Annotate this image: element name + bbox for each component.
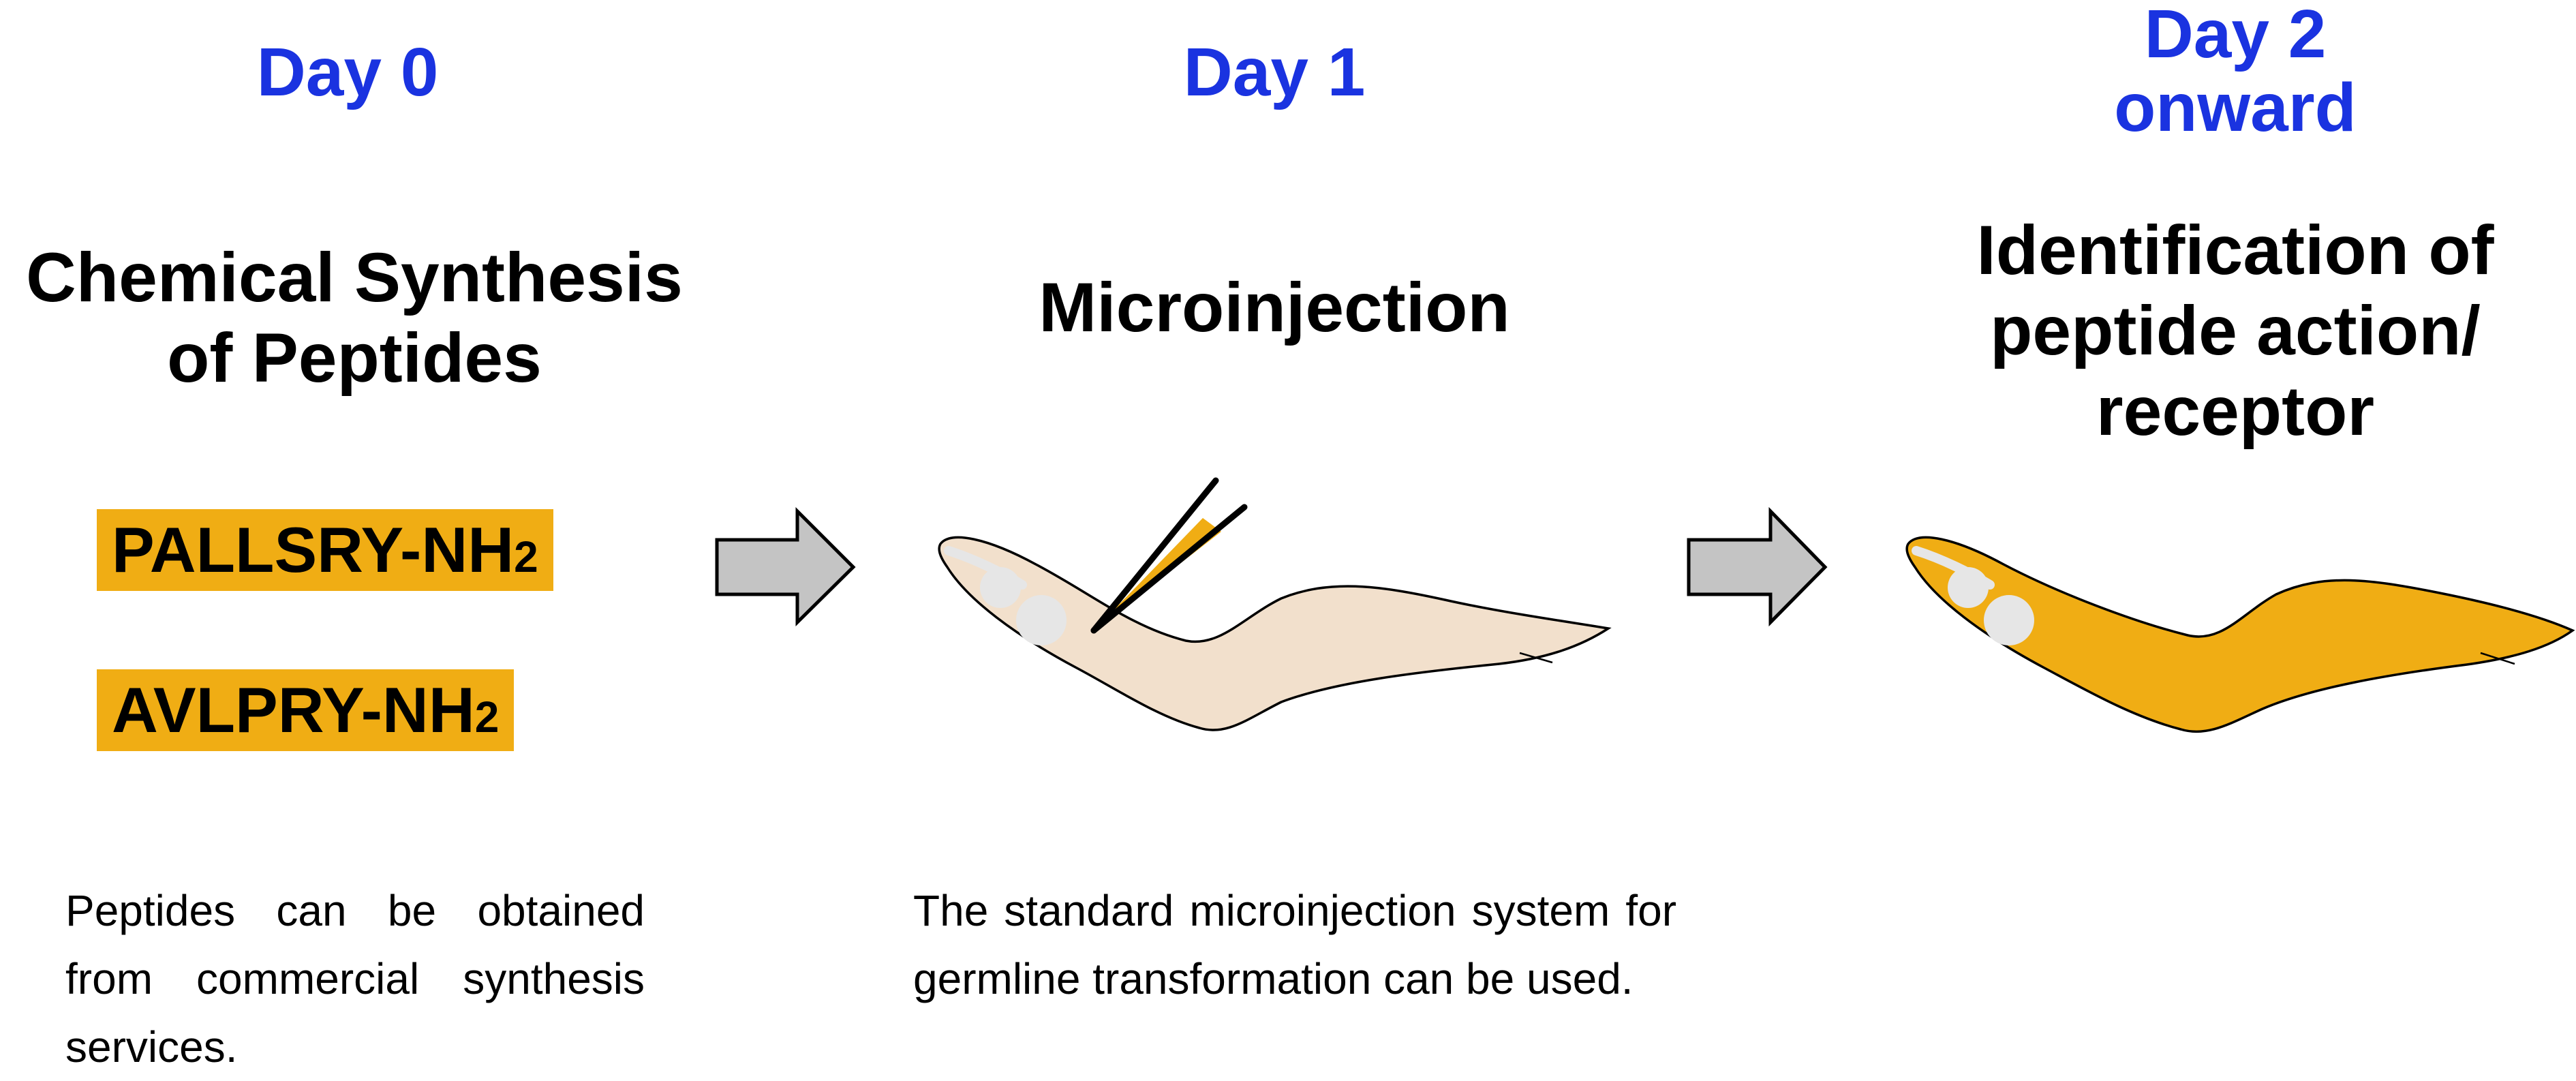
peptide-label-avlpry: AVLPRY-NH2	[97, 669, 515, 751]
day-0-label: Day 0	[256, 34, 439, 110]
right-arrow-icon	[715, 506, 856, 626]
microinjection-worm-icon	[938, 477, 1612, 731]
microinjection-note: The standard microinjection system for g…	[913, 886, 1676, 1003]
worm-bulb	[1016, 595, 1067, 645]
peptide-name: AVLPRY-NH	[112, 674, 475, 746]
worm-bulb	[1984, 595, 2034, 645]
worm-body	[938, 536, 1612, 731]
day-1-label: Day 1	[1183, 34, 1366, 110]
worm-bulb	[1948, 567, 1989, 608]
worm-tail-line	[1519, 652, 1553, 664]
synthesis-title: Chemical Synthesis of Peptides	[26, 239, 683, 397]
worm-bulb	[980, 567, 1021, 608]
worm-tail-line	[2480, 652, 2515, 665]
peptide-subscript: 2	[514, 532, 538, 581]
right-arrow-icon	[1687, 506, 1828, 627]
peptide-label-pallsry: PALLSRY-NH2	[97, 509, 553, 591]
needle-wall	[1090, 504, 1248, 634]
worm-body	[1905, 536, 2575, 733]
peptide-subscript: 2	[474, 692, 500, 742]
day-2-label: Day 2 onward	[2114, 0, 2357, 146]
microinjection-title: Microinjection	[1039, 269, 1510, 346]
identification-title: Identification of peptide action/ recept…	[1976, 211, 2494, 450]
injected-worm-icon	[1905, 536, 2575, 733]
synthesis-note: Peptides can be obtained from commercial…	[65, 886, 645, 1071]
needle-wall	[1090, 477, 1219, 634]
peptide-name: PALLSRY-NH	[112, 514, 515, 585]
